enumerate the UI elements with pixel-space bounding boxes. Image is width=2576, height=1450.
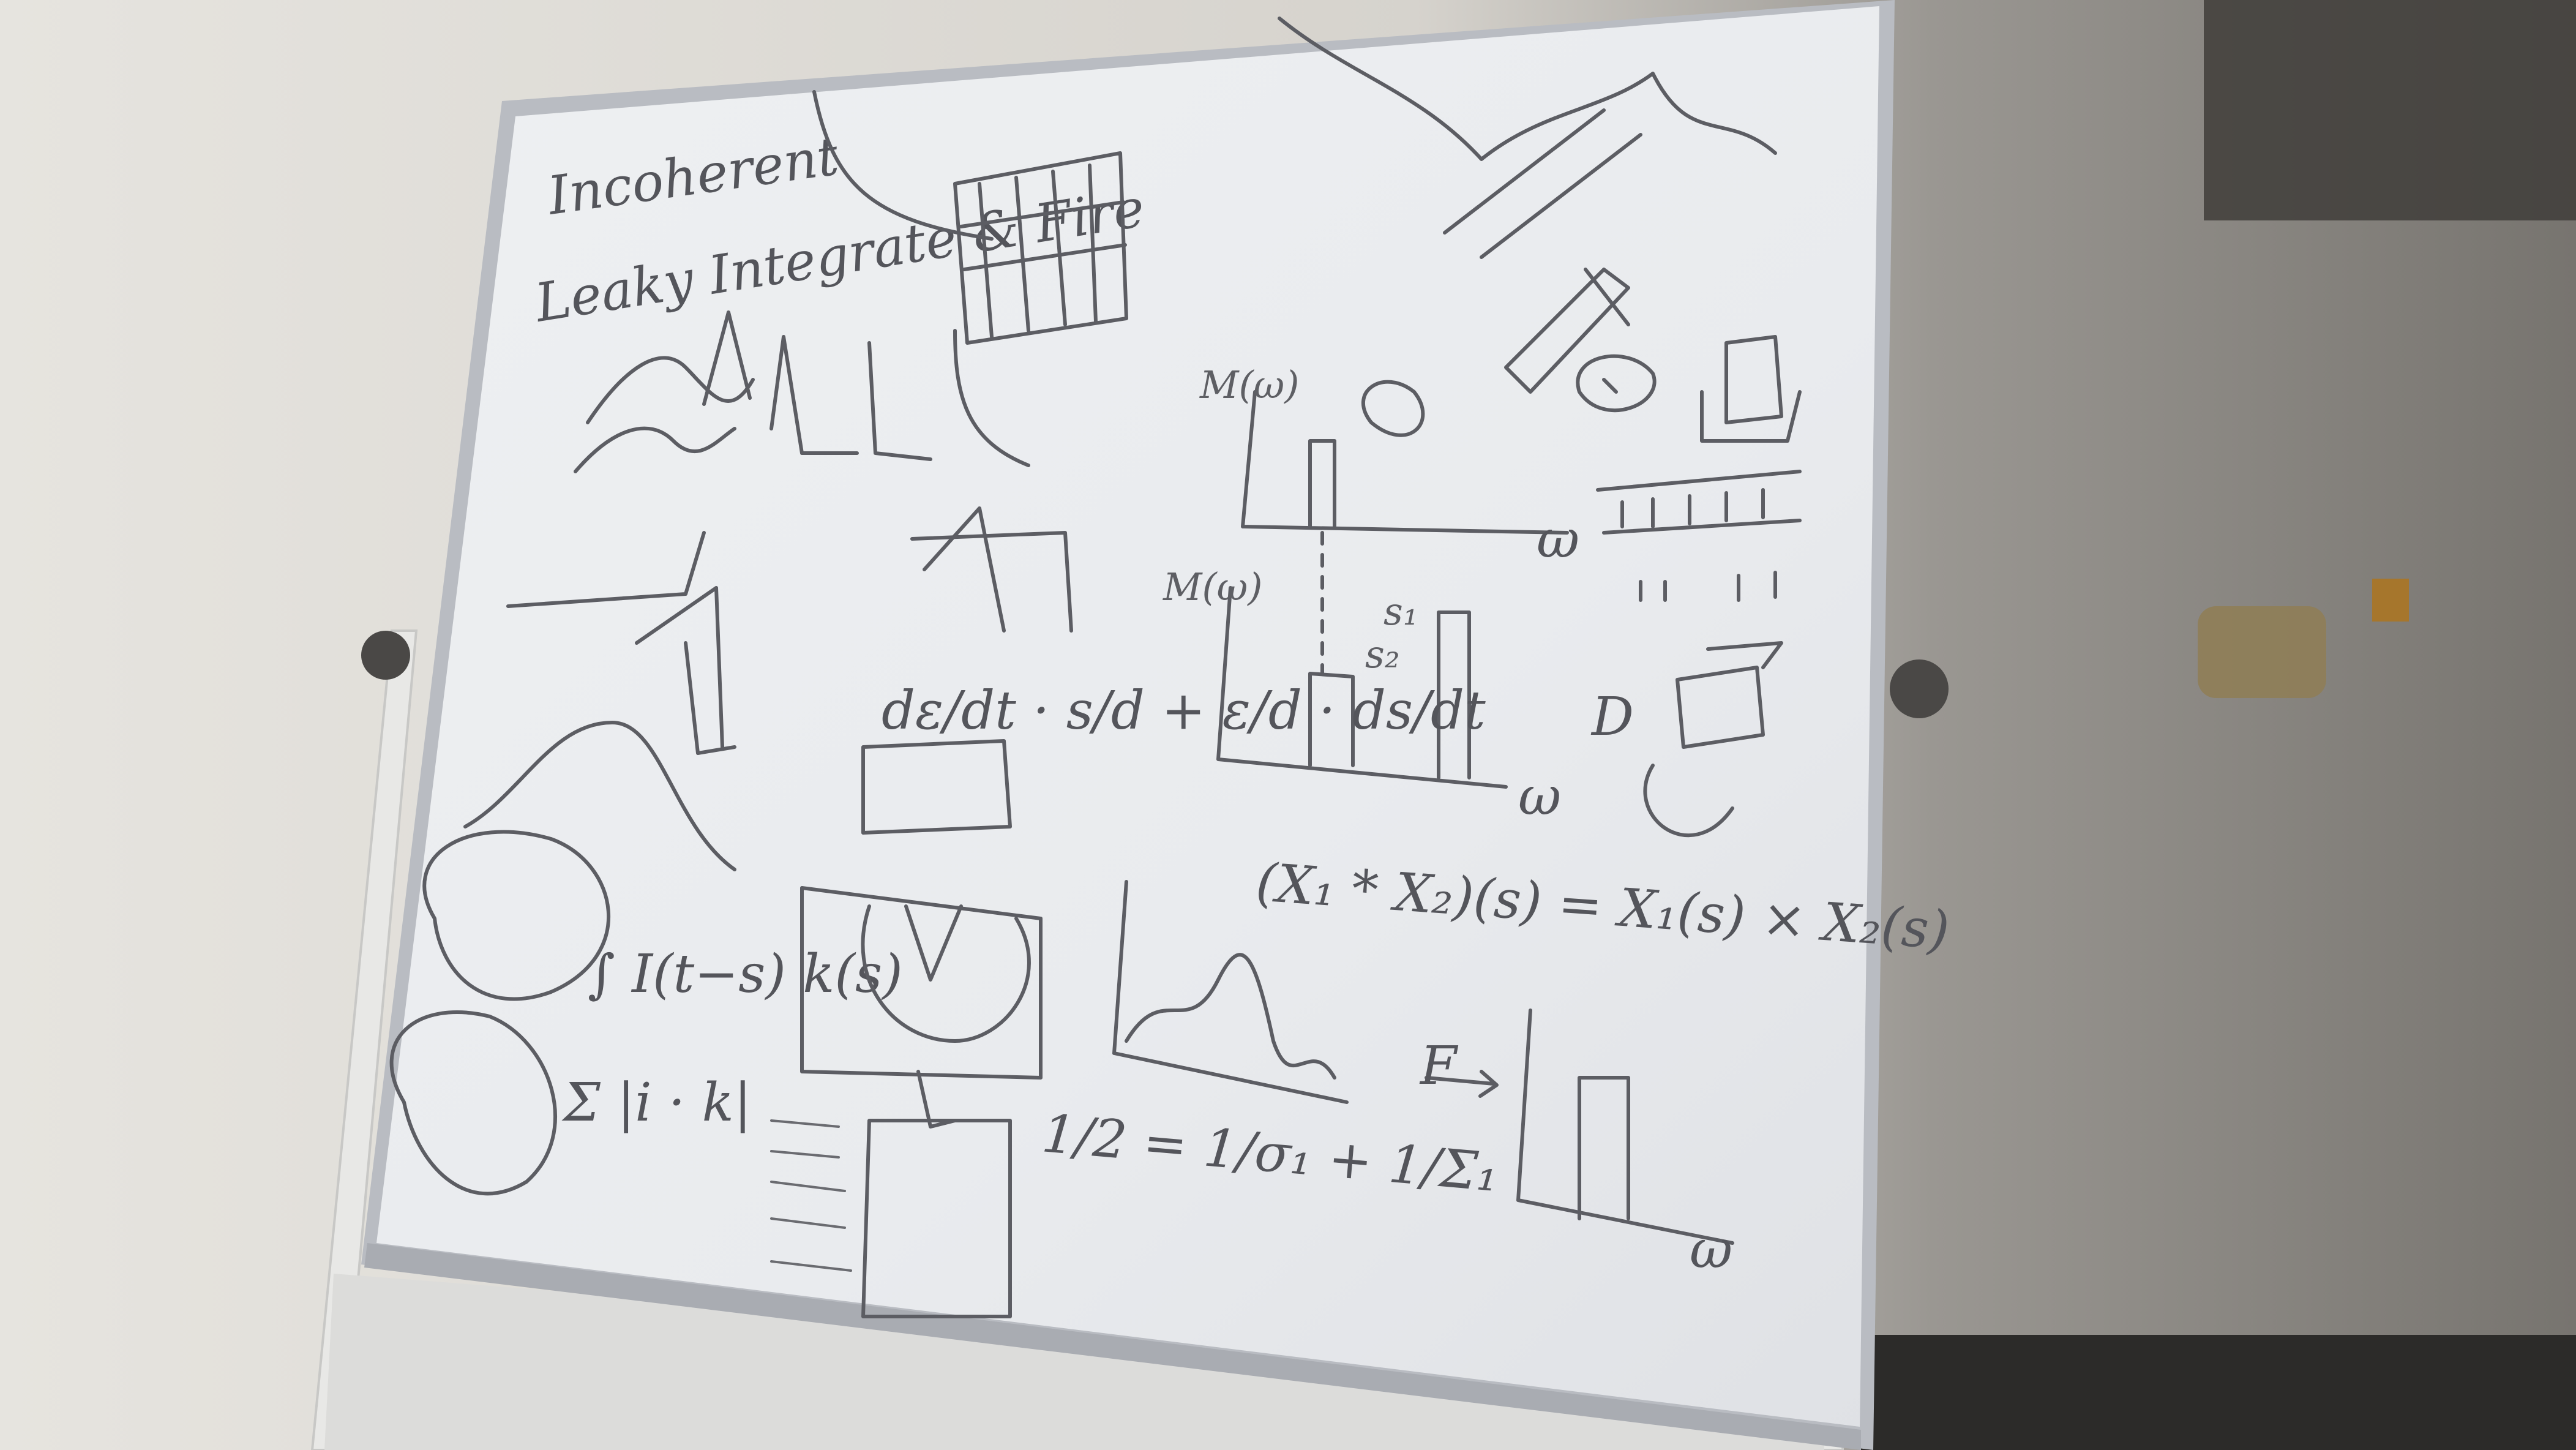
output-box bbox=[1700, 335, 1802, 443]
bump-curve bbox=[463, 721, 736, 871]
left-ellipse-2 bbox=[389, 1010, 557, 1196]
wall-light-switch bbox=[2198, 606, 2326, 698]
decay-curve bbox=[812, 90, 994, 241]
center-network bbox=[800, 886, 1043, 1129]
m-omega-label-1: M(ω) bbox=[1199, 362, 1299, 407]
letter-d: D bbox=[1590, 686, 1634, 748]
bell-wave-1 bbox=[586, 356, 755, 424]
transform-arrow bbox=[1425, 1070, 1499, 1098]
spectrum-s1: s₁ bbox=[1383, 589, 1418, 634]
spectrum-axes-1 bbox=[1241, 390, 1569, 535]
box-curves bbox=[506, 531, 736, 755]
spike-train bbox=[1596, 470, 1802, 602]
spike-sketch bbox=[702, 310, 932, 461]
middle-shapes bbox=[861, 506, 1073, 835]
bell-wave-2 bbox=[574, 426, 736, 473]
bottom-left-list bbox=[770, 1119, 852, 1272]
neuron-circle bbox=[1361, 380, 1425, 437]
wall-socket bbox=[2372, 579, 2409, 622]
waveform-plot bbox=[1112, 880, 1349, 1104]
integral-expression: ∫ I(t−s) k(s) bbox=[588, 944, 903, 1005]
sum-expression: Σ |i · k| bbox=[561, 1072, 752, 1133]
left-ellipse-1 bbox=[422, 830, 611, 1001]
omega-label-3: ω bbox=[1690, 1219, 1732, 1280]
cube-sketch bbox=[1643, 641, 1783, 838]
decay-box-right bbox=[953, 329, 1030, 467]
spectrum-s2: s₂ bbox=[1365, 632, 1400, 677]
whiteboard-surface bbox=[376, 6, 1879, 1427]
spectrum-axes-2 bbox=[1216, 586, 1508, 789]
omega-label-2: ω bbox=[1518, 766, 1561, 827]
left-knob bbox=[361, 631, 410, 680]
squiggle-top-right bbox=[1278, 17, 1777, 161]
floor-dark bbox=[1861, 1335, 2576, 1450]
center-box-lower bbox=[861, 1119, 1012, 1318]
marker-tray bbox=[364, 1243, 1861, 1450]
right-knob bbox=[1890, 659, 1949, 718]
grid-sketch bbox=[953, 151, 1128, 345]
wall-shadow-top-right bbox=[2204, 0, 2576, 220]
m-omega-label-2: M(ω) bbox=[1163, 565, 1262, 609]
stack-diagram bbox=[1443, 108, 1642, 394]
derivative-expression: dε/dt · s/d + ε/d · ds/dt bbox=[882, 680, 1486, 742]
rect-spectrum bbox=[1516, 1009, 1734, 1245]
transform-f: F bbox=[1419, 1035, 1459, 1097]
plus-node bbox=[1576, 354, 1657, 413]
omega-label-1: ω bbox=[1537, 509, 1579, 570]
